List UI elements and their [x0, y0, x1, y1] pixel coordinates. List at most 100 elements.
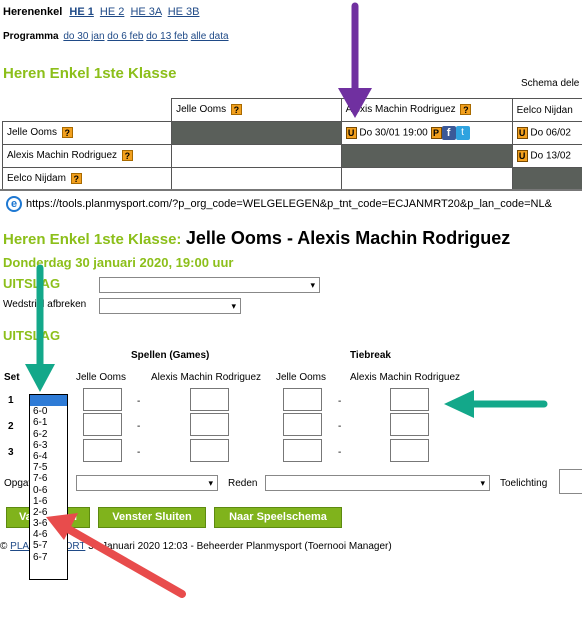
reden-label: Reden: [228, 478, 258, 489]
schema-cell-match[interactable]: U Do 13/02: [511, 144, 582, 168]
dash: -: [338, 421, 342, 432]
tiebreak-header: Tiebreak: [350, 350, 391, 361]
score-input[interactable]: [83, 413, 122, 436]
dropdown-option[interactable]: [30, 395, 67, 407]
programma-link-6feb[interactable]: do 6 feb: [107, 31, 144, 42]
footer-text: 30 Januari 2020 12:03 - Beheerder Planmy…: [88, 541, 392, 552]
schema-cell-self: [171, 121, 342, 145]
tab-he1[interactable]: HE 1: [69, 6, 94, 18]
score-input[interactable]: [190, 439, 229, 462]
help-icon[interactable]: ?: [70, 173, 82, 185]
chevron-down-icon: ▾: [231, 301, 236, 311]
programma-label: Programma: [3, 31, 59, 42]
dropdown-option[interactable]: 6-1: [33, 417, 48, 429]
browser-e-icon: e: [6, 196, 22, 213]
score-input[interactable]: [83, 388, 122, 411]
dropdown-option[interactable]: 6-0: [33, 406, 48, 418]
dropdown-option[interactable]: 5-7: [33, 540, 48, 552]
help-icon[interactable]: ?: [121, 150, 133, 162]
dropdown-option[interactable]: 2-6: [33, 506, 48, 518]
dropdown-option[interactable]: 6-2: [33, 428, 48, 440]
wedstrijd-afbreken-label: Wedstrijd afbreken: [3, 299, 87, 310]
uitslag-select[interactable]: ▾: [99, 277, 320, 293]
address-bar[interactable]: e https://tools.planmysport.com/?p_org_co…: [0, 192, 582, 216]
dash: -: [137, 396, 141, 407]
toelichting-input[interactable]: [559, 469, 582, 494]
col-player2: Alexis Machin Rodriguez: [151, 372, 262, 383]
dropdown-option[interactable]: 7-5: [33, 462, 48, 474]
dash: -: [338, 396, 342, 407]
row-header-jelle: Jelle Ooms ?: [1, 121, 173, 145]
close-window-button[interactable]: Venster Sluiten: [98, 507, 206, 528]
afbreken-select[interactable]: ▾: [99, 298, 241, 314]
dropdown-option[interactable]: 6-4: [33, 450, 48, 462]
row-header-eelco: Eelco Nijdam ?: [1, 167, 173, 191]
score-input[interactable]: [190, 388, 229, 411]
dropdown-option[interactable]: 3-6: [33, 518, 48, 530]
tiebreak-input[interactable]: [390, 439, 429, 462]
row-header-alexis: Alexis Machin Rodriguez ?: [1, 144, 173, 168]
tab-he2[interactable]: HE 2: [99, 6, 125, 18]
dropdown-option[interactable]: 4-6: [33, 529, 48, 541]
chevron-down-icon: ▾: [310, 280, 315, 290]
score-dropdown-list[interactable]: 6-0 6-1 6-2 6-3 6-4 7-5 7-6 0-6 1-6 2-6 …: [29, 394, 68, 580]
set-number: 3: [8, 447, 14, 458]
tab-he3a[interactable]: HE 3A: [130, 6, 162, 18]
tiebreak-input[interactable]: [283, 439, 322, 462]
dropdown-option[interactable]: 0-6: [33, 484, 48, 496]
tiebreak-input[interactable]: [390, 388, 429, 411]
result-u-icon[interactable]: U: [516, 127, 528, 139]
copyright-symbol: ©: [0, 541, 8, 552]
help-icon[interactable]: ?: [61, 127, 73, 139]
chevron-down-icon: ▾: [208, 478, 213, 488]
score-input[interactable]: [83, 439, 122, 462]
twitter-icon[interactable]: t: [455, 126, 470, 140]
result-u-icon[interactable]: U: [345, 127, 357, 139]
teal-arrow-left-icon: [444, 390, 548, 418]
facebook-icon[interactable]: f: [441, 126, 456, 140]
schema-cell-match[interactable]: U Do 06/02: [511, 121, 582, 145]
p-icon[interactable]: P: [430, 127, 442, 139]
score-input[interactable]: [190, 413, 229, 436]
col-player1-tb: Jelle Ooms: [276, 372, 327, 383]
tiebreak-input[interactable]: [390, 413, 429, 436]
schema-link[interactable]: Schema dele: [521, 78, 580, 89]
games-header: Spellen (Games): [131, 350, 210, 361]
col-header-eelco: Eelco Nijdan: [511, 98, 582, 122]
opgave-select[interactable]: ▾: [76, 475, 218, 491]
help-icon[interactable]: ?: [230, 104, 242, 116]
tiebreak-input[interactable]: [283, 413, 322, 436]
dropdown-option[interactable]: 6-7: [33, 551, 48, 563]
dash: -: [137, 421, 141, 432]
uitslag-heading: UITSLAG: [3, 276, 61, 291]
match-datetime: Donderdag 30 januari 2020, 19:00 uur: [3, 255, 234, 270]
to-schema-button[interactable]: Naar Speelschema: [214, 507, 342, 528]
match-category: Heren Enkel 1ste Klasse:: [3, 231, 182, 248]
dropdown-option[interactable]: 7-6: [33, 473, 48, 485]
schema-cell-empty: [171, 144, 342, 168]
address-url[interactable]: https://tools.planmysport.com/?p_org_cod…: [26, 198, 552, 210]
tab-he3b[interactable]: HE 3B: [167, 6, 200, 18]
match-players: Jelle Ooms - Alexis Machin Rodriguez: [185, 228, 511, 248]
col-player1: Jelle Ooms: [76, 372, 127, 383]
dash: -: [338, 447, 342, 458]
col-header-jelle: Jelle Ooms ?: [171, 98, 342, 122]
col-player2-tb: Alexis Machin Rodriguez: [350, 372, 461, 383]
tiebreak-input[interactable]: [283, 388, 322, 411]
category-nav: Herenenkel HE 1 HE 2 HE 3A HE 3B: [3, 6, 199, 18]
dropdown-option[interactable]: 6-3: [33, 439, 48, 451]
category-label: Herenenkel: [3, 6, 63, 18]
programma-link-all[interactable]: alle data: [190, 31, 229, 42]
reden-select[interactable]: ▾: [265, 475, 490, 491]
chevron-down-icon: ▾: [480, 478, 485, 488]
dropdown-option[interactable]: 1-6: [33, 495, 48, 507]
programma-link-30jan[interactable]: do 30 jan: [63, 31, 105, 42]
programma-link-13feb[interactable]: do 13 feb: [146, 31, 188, 42]
result-u-icon[interactable]: U: [516, 150, 528, 162]
schema-cell-empty: [340, 167, 513, 191]
schema-table: Jelle Ooms ? Alexis Machin Rodriguez ? E…: [1, 98, 582, 191]
section-title: Heren Enkel 1ste Klasse: [3, 65, 177, 82]
dash: -: [137, 447, 141, 458]
help-icon[interactable]: ?: [460, 104, 472, 116]
